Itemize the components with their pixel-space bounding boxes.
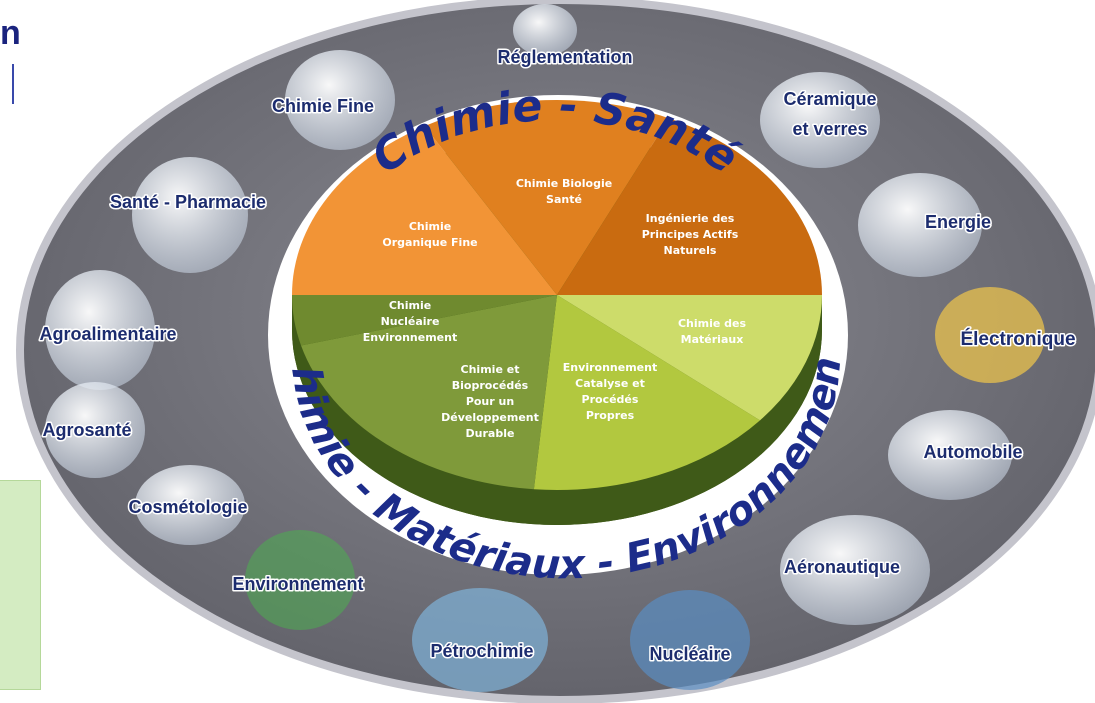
wind-turbine-icon bbox=[858, 173, 982, 277]
label-ceramique: Céramique bbox=[783, 89, 876, 109]
pie-sector-label-line: Organique Fine bbox=[382, 236, 477, 249]
globe-icon bbox=[245, 530, 355, 630]
pie-sector-label-line: Bioprocédés bbox=[452, 379, 529, 392]
label-cosmetologie: Cosmétologie bbox=[128, 497, 247, 517]
label-reglementation: Réglementation bbox=[497, 47, 632, 67]
label-energie: Energie bbox=[925, 212, 991, 232]
pie-sector-label-line: Chimie bbox=[409, 220, 451, 233]
sector-icons bbox=[45, 4, 1045, 692]
label-automobile: Automobile bbox=[924, 442, 1023, 462]
pie-sector-label-line: Chimie Biologie bbox=[516, 177, 612, 190]
label-et-verres: et verres bbox=[792, 119, 867, 139]
pie-sector-label-line: Développement bbox=[441, 411, 539, 424]
berry-icon bbox=[45, 382, 145, 478]
pie-sector bbox=[557, 118, 822, 295]
pie-sector bbox=[292, 126, 557, 295]
document-stack-icon bbox=[513, 4, 577, 56]
pie-sector bbox=[292, 295, 557, 346]
pie-sector bbox=[557, 295, 822, 421]
car-icon bbox=[888, 410, 1012, 500]
cropped-heading-letter: n bbox=[0, 14, 21, 52]
pie-sector-label-line: Chimie bbox=[389, 299, 431, 312]
cropped-divider bbox=[12, 64, 14, 104]
pie-sector-label-line: Ingénierie des bbox=[646, 212, 735, 225]
pie-sector-label-line: Environnement bbox=[363, 331, 457, 344]
label-chimie-fine: Chimie Fine bbox=[272, 96, 374, 116]
pie-sector bbox=[424, 99, 669, 295]
spa-stones-icon bbox=[135, 465, 245, 545]
cropped-side-panel bbox=[0, 480, 41, 690]
pie-sector-label-line: Catalyse et bbox=[575, 377, 645, 390]
pie-sector-label-line: Procédés bbox=[582, 393, 639, 406]
label-sante-pharmacie: Santé - Pharmacie bbox=[110, 192, 266, 212]
pie-sector-label-line: Matériaux bbox=[681, 333, 744, 346]
pill-icon bbox=[132, 157, 248, 273]
pie-sector-label-line: Principes Actifs bbox=[642, 228, 739, 241]
label-agrosante: Agrosanté bbox=[42, 420, 131, 440]
pie-sector-label-line: Environnement bbox=[563, 361, 657, 374]
refinery-icon bbox=[412, 588, 548, 692]
circuit-icon bbox=[935, 287, 1045, 383]
pie-sector bbox=[533, 295, 761, 490]
pie-sector-label-line: Chimie des bbox=[678, 317, 747, 330]
fruit-icon bbox=[45, 270, 155, 390]
pie-sector bbox=[301, 295, 557, 490]
label-aeronautique: Aéronautique bbox=[784, 557, 900, 577]
pie-sector-label-line: Naturels bbox=[664, 244, 717, 257]
pie-sector-label-line: Santé bbox=[546, 193, 582, 206]
label-petrochimie: Pétrochimie bbox=[430, 641, 533, 661]
airplane-icon bbox=[780, 515, 930, 625]
sector-labels: Réglementation Chimie Fine Céramique et … bbox=[38, 46, 1077, 666]
label-environnement: Environnement bbox=[232, 574, 363, 594]
pie-sector-label-line: Nucléaire bbox=[381, 315, 440, 328]
pie-sector-label-line: Chimie et bbox=[461, 363, 520, 376]
ceramic-disc-icon bbox=[760, 72, 880, 168]
pipette-icon bbox=[285, 50, 395, 150]
pie-sector-label-line: Pour un bbox=[466, 395, 514, 408]
label-electronique: Électronique bbox=[960, 328, 1075, 350]
label-nucleaire: Nucléaire bbox=[649, 644, 730, 664]
label-agroalimentaire: Agroalimentaire bbox=[39, 324, 176, 344]
reactor-pool-icon bbox=[630, 590, 750, 690]
pie-sector-label-line: Durable bbox=[466, 427, 515, 440]
pie-sector-label-line: Propres bbox=[586, 409, 635, 422]
